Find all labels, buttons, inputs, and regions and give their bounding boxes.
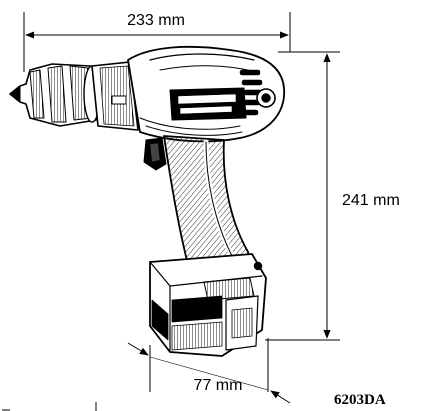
drill-body xyxy=(127,45,285,143)
torque-collar xyxy=(91,61,139,131)
vent-slots xyxy=(239,69,263,116)
trigger xyxy=(143,137,167,171)
width-arrow-left xyxy=(127,342,149,356)
length-label: 233 mm xyxy=(127,12,185,29)
width-label: 77 mm xyxy=(194,377,243,394)
battery-pack xyxy=(149,253,267,357)
model-number: 6203DA xyxy=(334,392,386,408)
width-dimension-line xyxy=(149,356,269,391)
height-label: 241 mm xyxy=(342,192,400,209)
drill-illustration xyxy=(9,45,285,357)
width-arrow-right xyxy=(270,390,291,404)
length-dimension: 233 mm xyxy=(23,12,291,72)
chuck xyxy=(9,63,101,127)
height-dimension: 241 mm xyxy=(265,51,400,341)
handle xyxy=(163,135,253,273)
crop-marks xyxy=(2,402,97,411)
width-dimension: 77 mm xyxy=(127,338,291,404)
